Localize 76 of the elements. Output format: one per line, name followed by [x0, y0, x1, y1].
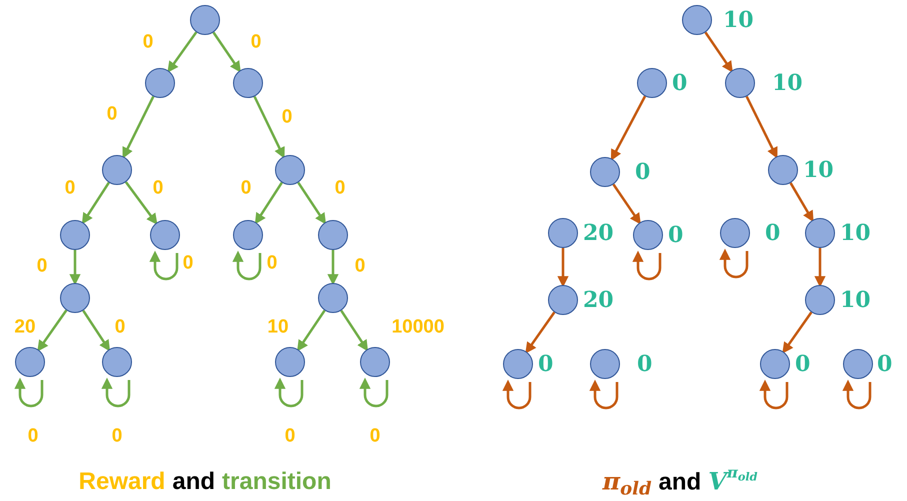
reward-label: 0 — [182, 254, 194, 272]
self-loop-arrow — [359, 378, 388, 408]
reward-label: 10000 — [392, 318, 444, 336]
value-symbol: V — [708, 470, 727, 494]
self-loop-arrow — [589, 380, 618, 410]
state-value: 10 — [723, 9, 754, 31]
reward-label: 10 — [267, 318, 289, 336]
transition-arrow — [746, 96, 778, 159]
transition-arrow — [525, 312, 556, 354]
state-value: 0 — [668, 224, 684, 246]
transition-arrow — [254, 182, 283, 224]
self-loop-arrow — [632, 250, 662, 280]
self-loop-arrow — [842, 380, 872, 410]
caption-word: Reward — [78, 470, 166, 494]
value-superscript: π$_{old}$ — [726, 466, 758, 480]
reward-label: 20 — [14, 318, 36, 336]
caption-word: and — [172, 470, 216, 494]
state-value: 10 — [803, 159, 834, 181]
state-value: 10 — [840, 289, 871, 311]
caption-word: transition — [222, 470, 332, 494]
state-value: 0 — [877, 353, 892, 375]
transition-arrow — [124, 181, 158, 225]
policy-symbol: π$_{old}$ — [602, 470, 652, 494]
reward-label: 0 — [64, 178, 76, 198]
transition-arrow — [557, 248, 569, 288]
self-loop-arrow — [232, 250, 262, 280]
reward-label: 0 — [152, 178, 164, 198]
transition-arrow — [82, 182, 110, 224]
transition-arrow — [782, 312, 812, 354]
reward-label: 0 — [250, 32, 262, 52]
transition-arrow — [327, 250, 339, 286]
transition-arrow — [297, 310, 326, 352]
transition-arrow — [122, 96, 154, 159]
state-value: 10 — [772, 72, 803, 94]
reward-label: 0 — [370, 426, 380, 446]
reward-label: 0 — [266, 254, 278, 272]
reward-label: 0 — [114, 318, 126, 336]
reward-label: 0 — [284, 426, 296, 446]
transition-arrow — [790, 182, 814, 222]
reward-label: 0 — [282, 108, 292, 126]
state-value: 0 — [538, 353, 554, 375]
transition-arrow — [704, 32, 733, 73]
self-loop-arrow — [274, 378, 304, 408]
state-value: 0 — [635, 161, 650, 183]
transition-arrow — [69, 250, 81, 286]
transition-arrow — [340, 310, 368, 352]
state-value: 0 — [765, 222, 780, 244]
reward-label: 0 — [334, 178, 346, 198]
transition-arrow — [167, 31, 198, 73]
reward-label: 0 — [240, 178, 252, 198]
transition-arrow — [37, 310, 68, 352]
caption-word: and — [658, 470, 702, 494]
state-value: 20 — [583, 289, 614, 311]
state-value: 20 — [583, 222, 614, 244]
self-loop-arrow — [759, 380, 788, 410]
state-value: 10 — [840, 222, 871, 244]
state-value: 0 — [795, 353, 810, 375]
state-value: 0 — [672, 72, 688, 94]
self-loop-arrow — [719, 248, 748, 278]
state-value: 0 — [637, 353, 652, 375]
reward-label: 0 — [106, 104, 118, 124]
reward-label: 0 — [142, 32, 154, 52]
transition-arrow — [610, 96, 646, 161]
reward-label: 0 — [28, 426, 38, 446]
self-loop-arrow — [14, 378, 44, 408]
transition-arrow — [297, 182, 326, 224]
transition-arrow — [82, 310, 110, 352]
self-loop-arrow — [149, 250, 178, 280]
reward-label: 0 — [112, 426, 122, 446]
transition-arrow — [212, 32, 241, 73]
transition-arrow — [814, 248, 826, 288]
self-loop-arrow — [502, 380, 532, 410]
self-loop-arrow — [101, 378, 130, 408]
transition-arrow — [612, 184, 641, 225]
reward-label: 0 — [354, 256, 366, 276]
reward-label: 0 — [36, 256, 48, 276]
